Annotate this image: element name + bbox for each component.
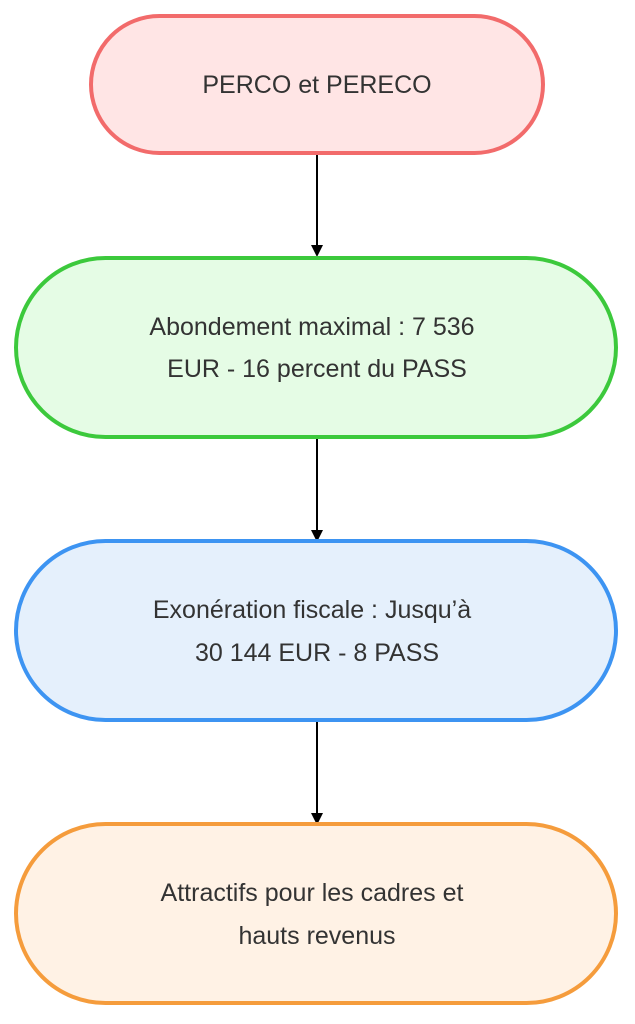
node-label-line: hauts revenus xyxy=(238,922,395,950)
node-shape xyxy=(14,256,618,439)
node-abondement-maximal: Abondement maximal : 7 536 EUR - 16 perc… xyxy=(14,256,618,439)
node-label-line: 30 144 EUR - 8 PASS xyxy=(195,639,439,667)
node-label-line: Attractifs pour les cadres et xyxy=(161,879,464,907)
node-attractifs-cadres: Attractifs pour les cadres et hauts reve… xyxy=(14,822,618,1005)
node-label-line: EUR - 16 percent du PASS xyxy=(167,355,467,383)
node-exoneration-fiscale: Exonération fiscale : Jusqu’à 30 144 EUR… xyxy=(14,539,618,722)
node-label-line: Abondement maximal : 7 536 xyxy=(149,313,474,341)
node-label-line: PERCO et PERECO xyxy=(202,71,431,99)
node-shape xyxy=(89,14,545,155)
node-shape xyxy=(14,539,618,722)
node-label-line: Exonération fiscale : Jusqu’à xyxy=(153,596,471,624)
node-shape xyxy=(14,822,618,1005)
node-perco-pereco: PERCO et PERECO xyxy=(89,14,545,155)
